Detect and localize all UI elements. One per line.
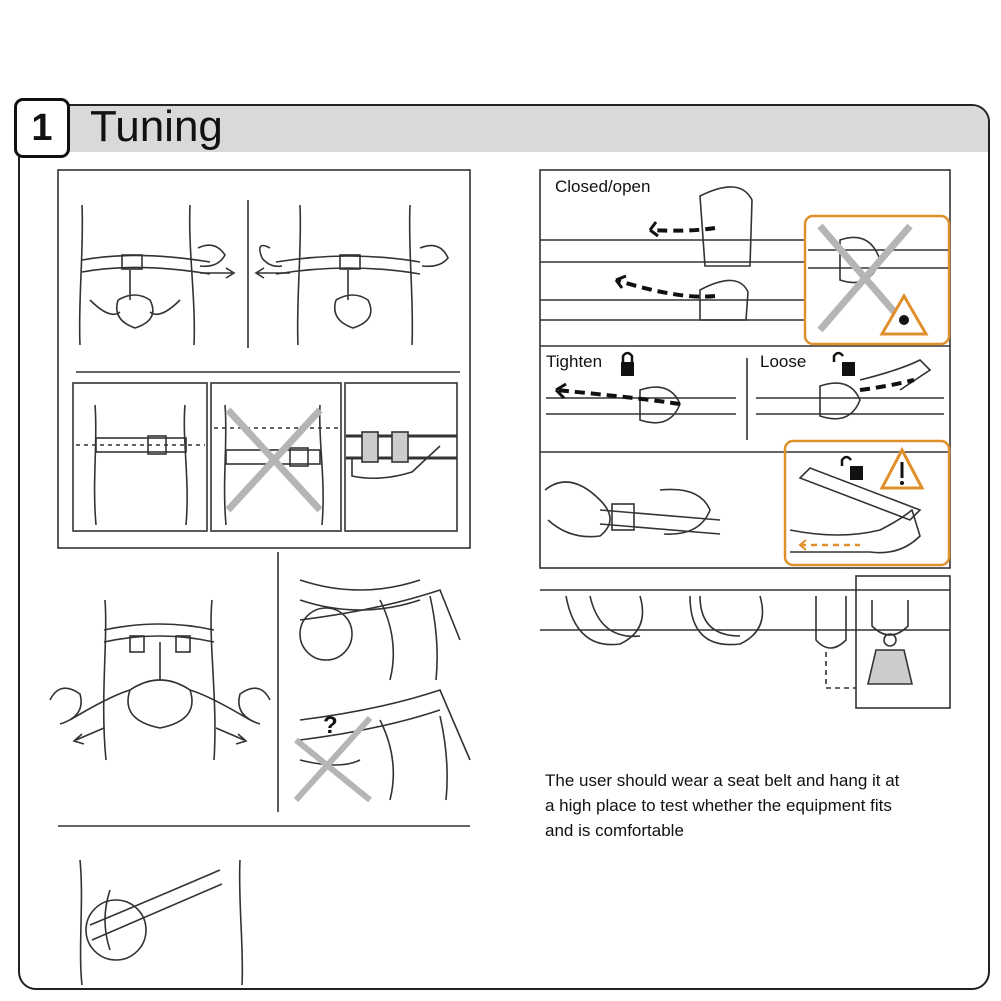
- leg-loop-wrong-figure: [296, 690, 470, 800]
- warning-triangle-icon-2: [882, 450, 922, 488]
- question-mark: ?: [323, 712, 338, 740]
- belt-height-figure: [76, 405, 205, 525]
- belt-wrong-figure: [214, 405, 338, 525]
- usage-note-line-1: The user should wear a seat belt and han…: [545, 768, 965, 793]
- leg-loop-check-figure: [300, 580, 460, 680]
- buckle-detail: [346, 432, 457, 478]
- closed-open-label: Closed/open: [555, 177, 650, 197]
- left-instructions-panel: [58, 170, 470, 548]
- gear-loops-figure: [540, 576, 950, 708]
- tighten-figure: [546, 384, 736, 423]
- padlock-open-icon-2: [842, 457, 863, 480]
- hip-figure-1: [80, 205, 234, 345]
- padlock-open-icon: [834, 353, 855, 376]
- usage-note-line-2: a high place to test whether the equipme…: [545, 793, 965, 818]
- waist-fit-figure: [80, 860, 242, 985]
- loose-label: Loose: [760, 352, 806, 372]
- tighten-label: Tighten: [546, 352, 602, 372]
- closed-open-buckle: [540, 187, 805, 320]
- hand-buckle-figure: [545, 482, 720, 537]
- usage-note-line-3: and is comfortable: [545, 818, 965, 843]
- usage-note: The user should wear a seat belt and han…: [545, 768, 965, 843]
- hip-figure-2: [256, 205, 448, 345]
- padlock-closed-icon: [621, 353, 634, 376]
- wrong-threading-figure: [808, 226, 948, 330]
- leg-loop-figure: [50, 600, 270, 760]
